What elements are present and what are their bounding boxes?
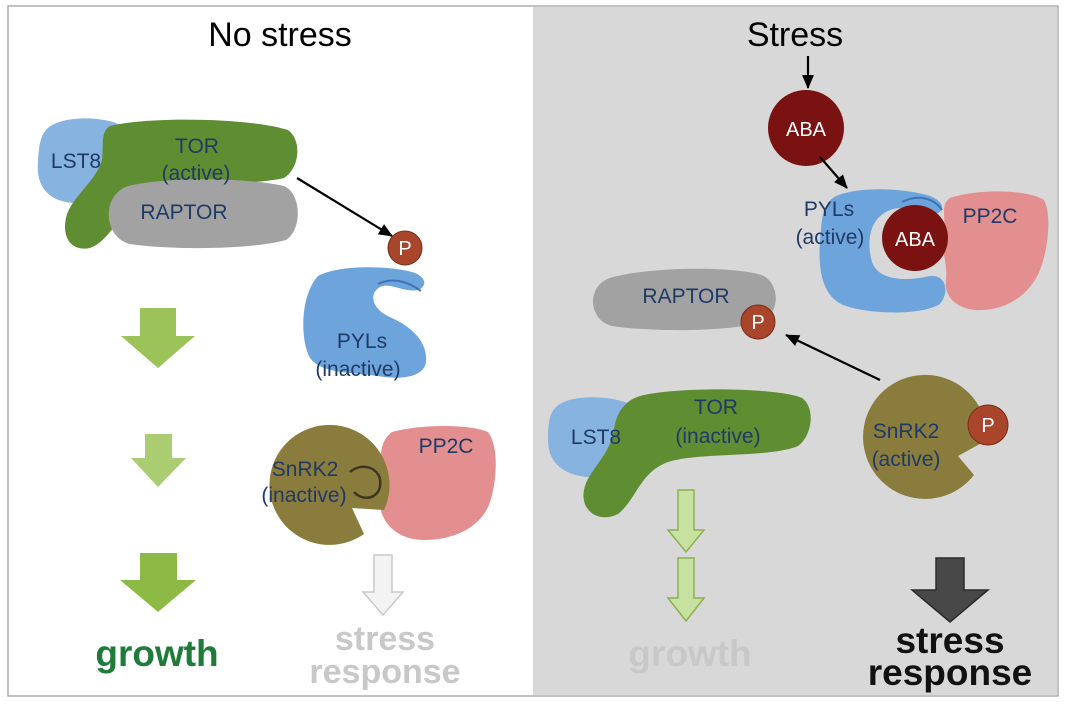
snrk2-phosphate-label: P (981, 415, 994, 437)
pyls-inactive: PYLs (inactive) (303, 267, 427, 381)
raptor-label: RAPTOR (642, 285, 729, 308)
aba-signal: ABA (768, 90, 844, 166)
raptor-phosphate-label: P (751, 312, 764, 334)
growth-arrow-faded-2 (666, 557, 706, 623)
tor-complex-active: LST8 TOR (active) RAPTOR (37, 118, 298, 249)
stress-response-outcome-faded-line2: response (309, 653, 460, 691)
pyls-phosphate: P (387, 230, 423, 266)
growth-outcome-faded: growth (628, 633, 751, 674)
snrk2-label: SnRK2 (873, 420, 940, 443)
raptor-label: RAPTOR (140, 201, 227, 224)
snrk2-state-label: (inactive) (261, 484, 346, 507)
growth-arrow-faded-1 (666, 489, 706, 554)
no-stress-panel: No stress LST8 TOR (active) RAPTOR PYLs … (37, 16, 496, 691)
stress-title: Stress (747, 16, 843, 54)
pyls-state-label: (inactive) (315, 358, 400, 381)
snrk2-label: SnRK2 (272, 458, 339, 481)
snrk2-phosphate-circle (967, 404, 1009, 446)
raptor-protein (592, 268, 776, 331)
arrow-snrk2-phosphorylates-raptor (785, 334, 881, 381)
tor-state-label: (active) (162, 162, 231, 185)
phosphate-circle (387, 230, 423, 266)
tor-protein (583, 389, 811, 518)
aba-bound-label: ABA (895, 229, 936, 251)
pp2c-protein (380, 426, 496, 540)
snrk2-protein (863, 374, 988, 499)
snrk2-pp2c-complex: SnRK2 (inactive) PP2C (261, 424, 496, 545)
stress-response-arrow-faded (361, 554, 405, 617)
pyls-state-label: (active) (796, 226, 865, 249)
arrow-tor-phosphorylates-pyls (296, 177, 393, 237)
pp2c-protein (942, 191, 1049, 311)
pp2c-label: PP2C (419, 435, 474, 458)
tor-label: TOR (175, 135, 219, 158)
pyls-lid-loop (377, 279, 422, 292)
aba-label: ABA (786, 119, 827, 141)
pp2c-label: PP2C (963, 205, 1018, 228)
tor-state-label: (inactive) (675, 425, 760, 448)
lst8-label: LST8 (51, 150, 101, 173)
snrk2-state-label: (active) (872, 448, 941, 471)
aba-bound-circle (882, 205, 948, 271)
stress-response-outcome-active-line1: stress (895, 620, 1004, 661)
lst8-label: LST8 (571, 426, 621, 449)
growth-arrow-2 (131, 434, 186, 487)
snrk2-active: SnRK2 (active) P (863, 374, 1009, 499)
stress-response-outcome-faded-line1: stress (335, 620, 435, 658)
pyls-label: PYLs (337, 330, 387, 353)
growth-outcome-active: growth (95, 633, 218, 674)
arrow-aba-to-pyls (819, 156, 848, 189)
tor-complex-inactive: LST8 TOR (inactive) (548, 389, 811, 518)
pyls-label: PYLs (804, 198, 854, 221)
tor-label: TOR (694, 396, 738, 419)
growth-arrow-3 (120, 553, 196, 612)
pyls-protein (819, 189, 946, 313)
raptor-protein (108, 179, 298, 249)
no-stress-title: No stress (208, 16, 352, 54)
raptor-phosphorylated: RAPTOR P (592, 268, 776, 340)
pp2c-inhibitory-loop (349, 465, 382, 499)
snrk2-protein (269, 424, 390, 545)
raptor-phosphate-circle (740, 304, 776, 340)
stress-panel: Stress ABA ABA PYLs (active) PP2C RAPTOR… (548, 16, 1049, 693)
stress-response-arrow-active (909, 557, 991, 623)
aba-circle (768, 90, 844, 166)
growth-arrow-1 (121, 308, 195, 368)
stress-response-outcome-active-line2: response (868, 652, 1033, 693)
pyls-aba-pp2c-complex: ABA PYLs (active) PP2C (796, 189, 1049, 313)
pyls-protein (303, 267, 427, 378)
pyls-lid-loop (901, 196, 943, 211)
phosphate-label: P (398, 238, 411, 260)
